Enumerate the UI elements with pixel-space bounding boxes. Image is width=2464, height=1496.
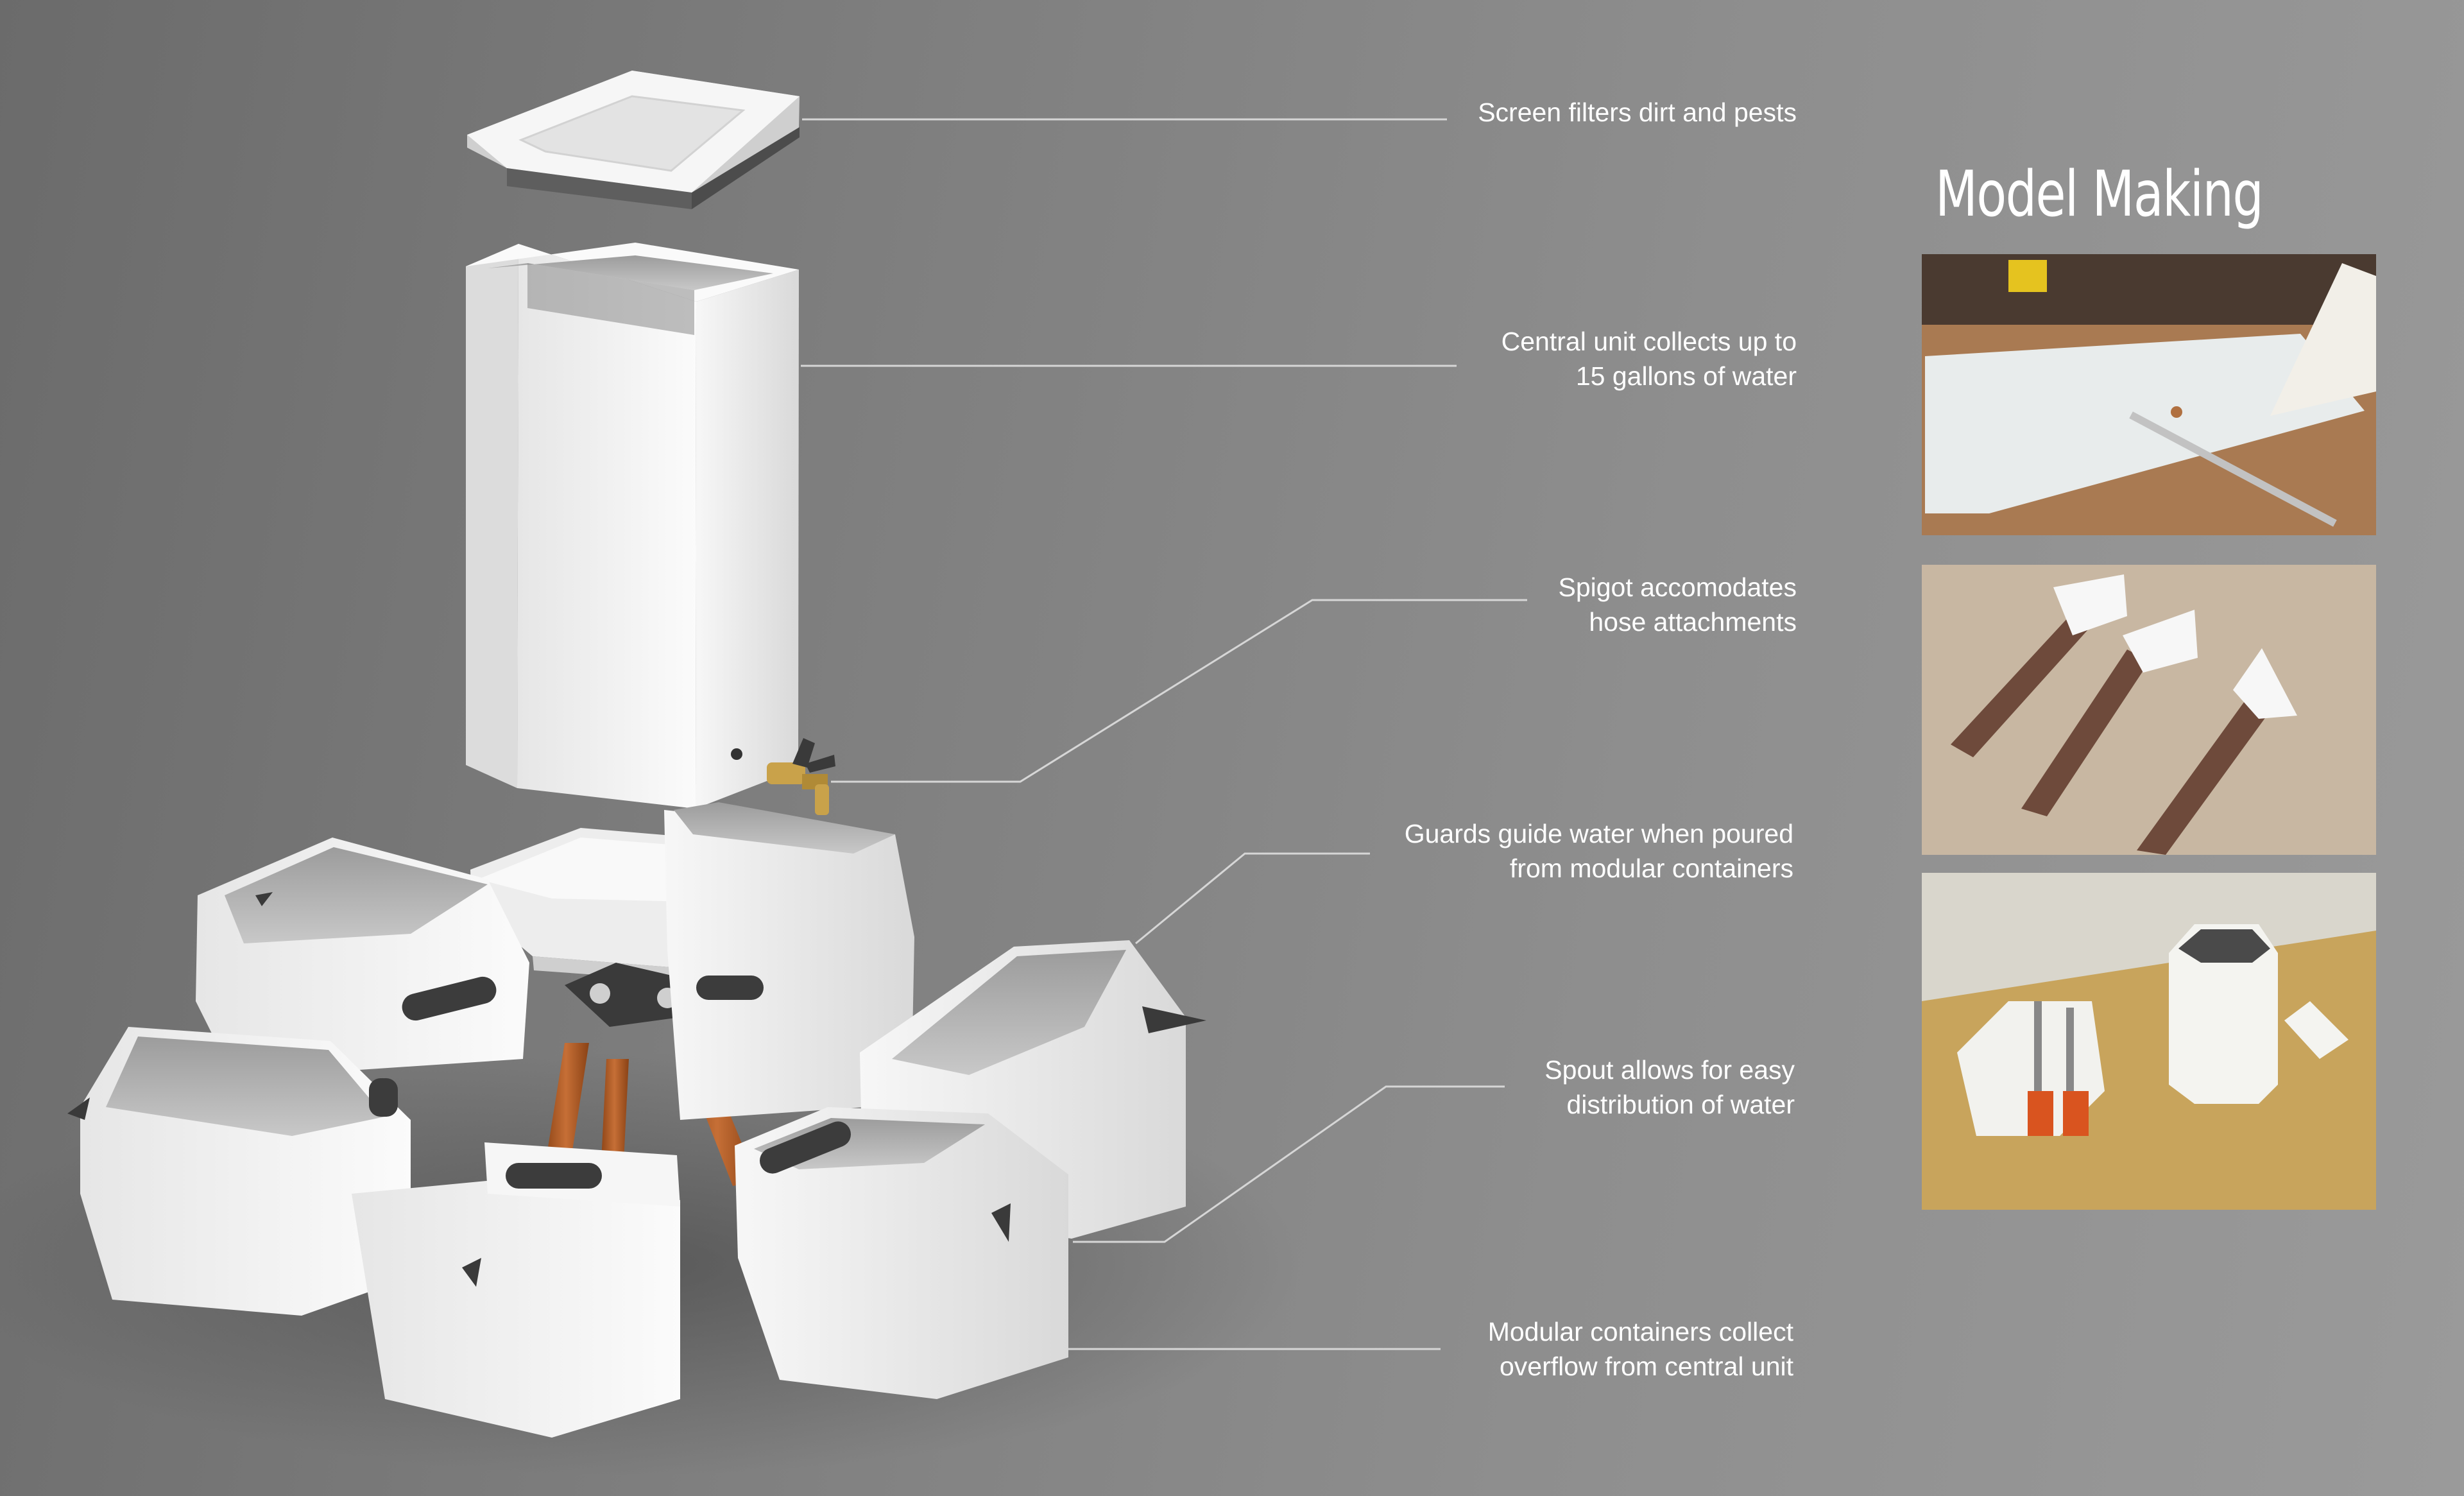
- callout-screen: Screen filters dirt and pests: [1219, 95, 1797, 130]
- callout-spout: Spout allows for easy distribution of wa…: [1217, 1053, 1795, 1122]
- model-making-title: Model Making: [1935, 158, 2264, 231]
- callout-spout-line-1: Spout allows for easy: [1544, 1055, 1795, 1085]
- photo-prototype: [1922, 873, 2376, 1210]
- photo-wooden-legs: [1922, 565, 2376, 855]
- photo-acrylic-sheet: [1922, 254, 2376, 535]
- callout-modular-containers-line-2: overflow from central unit: [1499, 1352, 1793, 1381]
- callout-modular-containers: Modular containers collect overflow from…: [1216, 1314, 1793, 1384]
- callout-guards-line-2: from modular containers: [1509, 854, 1793, 883]
- callout-screen-line-1: Screen filters dirt and pests: [1478, 98, 1797, 127]
- central-tank: [466, 243, 799, 809]
- filter-screen: [518, 95, 746, 172]
- callout-guards: Guards guide water when poured from modu…: [1216, 816, 1793, 886]
- callout-spout-line-2: distribution of water: [1566, 1090, 1795, 1119]
- callout-spigot-line-2: hose attachments: [1589, 607, 1797, 637]
- leader-lines: [801, 118, 1527, 1350]
- container-back-left: [196, 838, 529, 1078]
- callout-spigot-line-1: Spigot accomodates: [1558, 572, 1797, 602]
- leader-line-spigot: [831, 599, 1527, 783]
- spigot: [767, 738, 835, 815]
- funnel-bracket: [565, 963, 699, 1027]
- callout-central-unit-line-1: Central unit collects up to: [1501, 327, 1797, 356]
- callout-central-unit: Central unit collects up to 15 gallons o…: [1219, 324, 1797, 393]
- leader-line-guards: [1135, 852, 1370, 945]
- leader-line-spout: [1073, 1085, 1505, 1243]
- container-right-front: [735, 1107, 1068, 1399]
- screen-lid: [467, 71, 800, 209]
- callout-spigot: Spigot accomodates hose attachments: [1219, 570, 1797, 639]
- callout-modular-containers-line-1: Modular containers collect: [1487, 1317, 1793, 1346]
- container-back-center: [664, 802, 914, 1120]
- container-front-center: [352, 1142, 680, 1438]
- callout-central-unit-line-2: 15 gallons of water: [1575, 361, 1797, 391]
- container-front-left: [67, 1027, 411, 1316]
- callout-guards-line-1: Guards guide water when poured: [1404, 819, 1793, 848]
- drain-hole: [731, 748, 742, 760]
